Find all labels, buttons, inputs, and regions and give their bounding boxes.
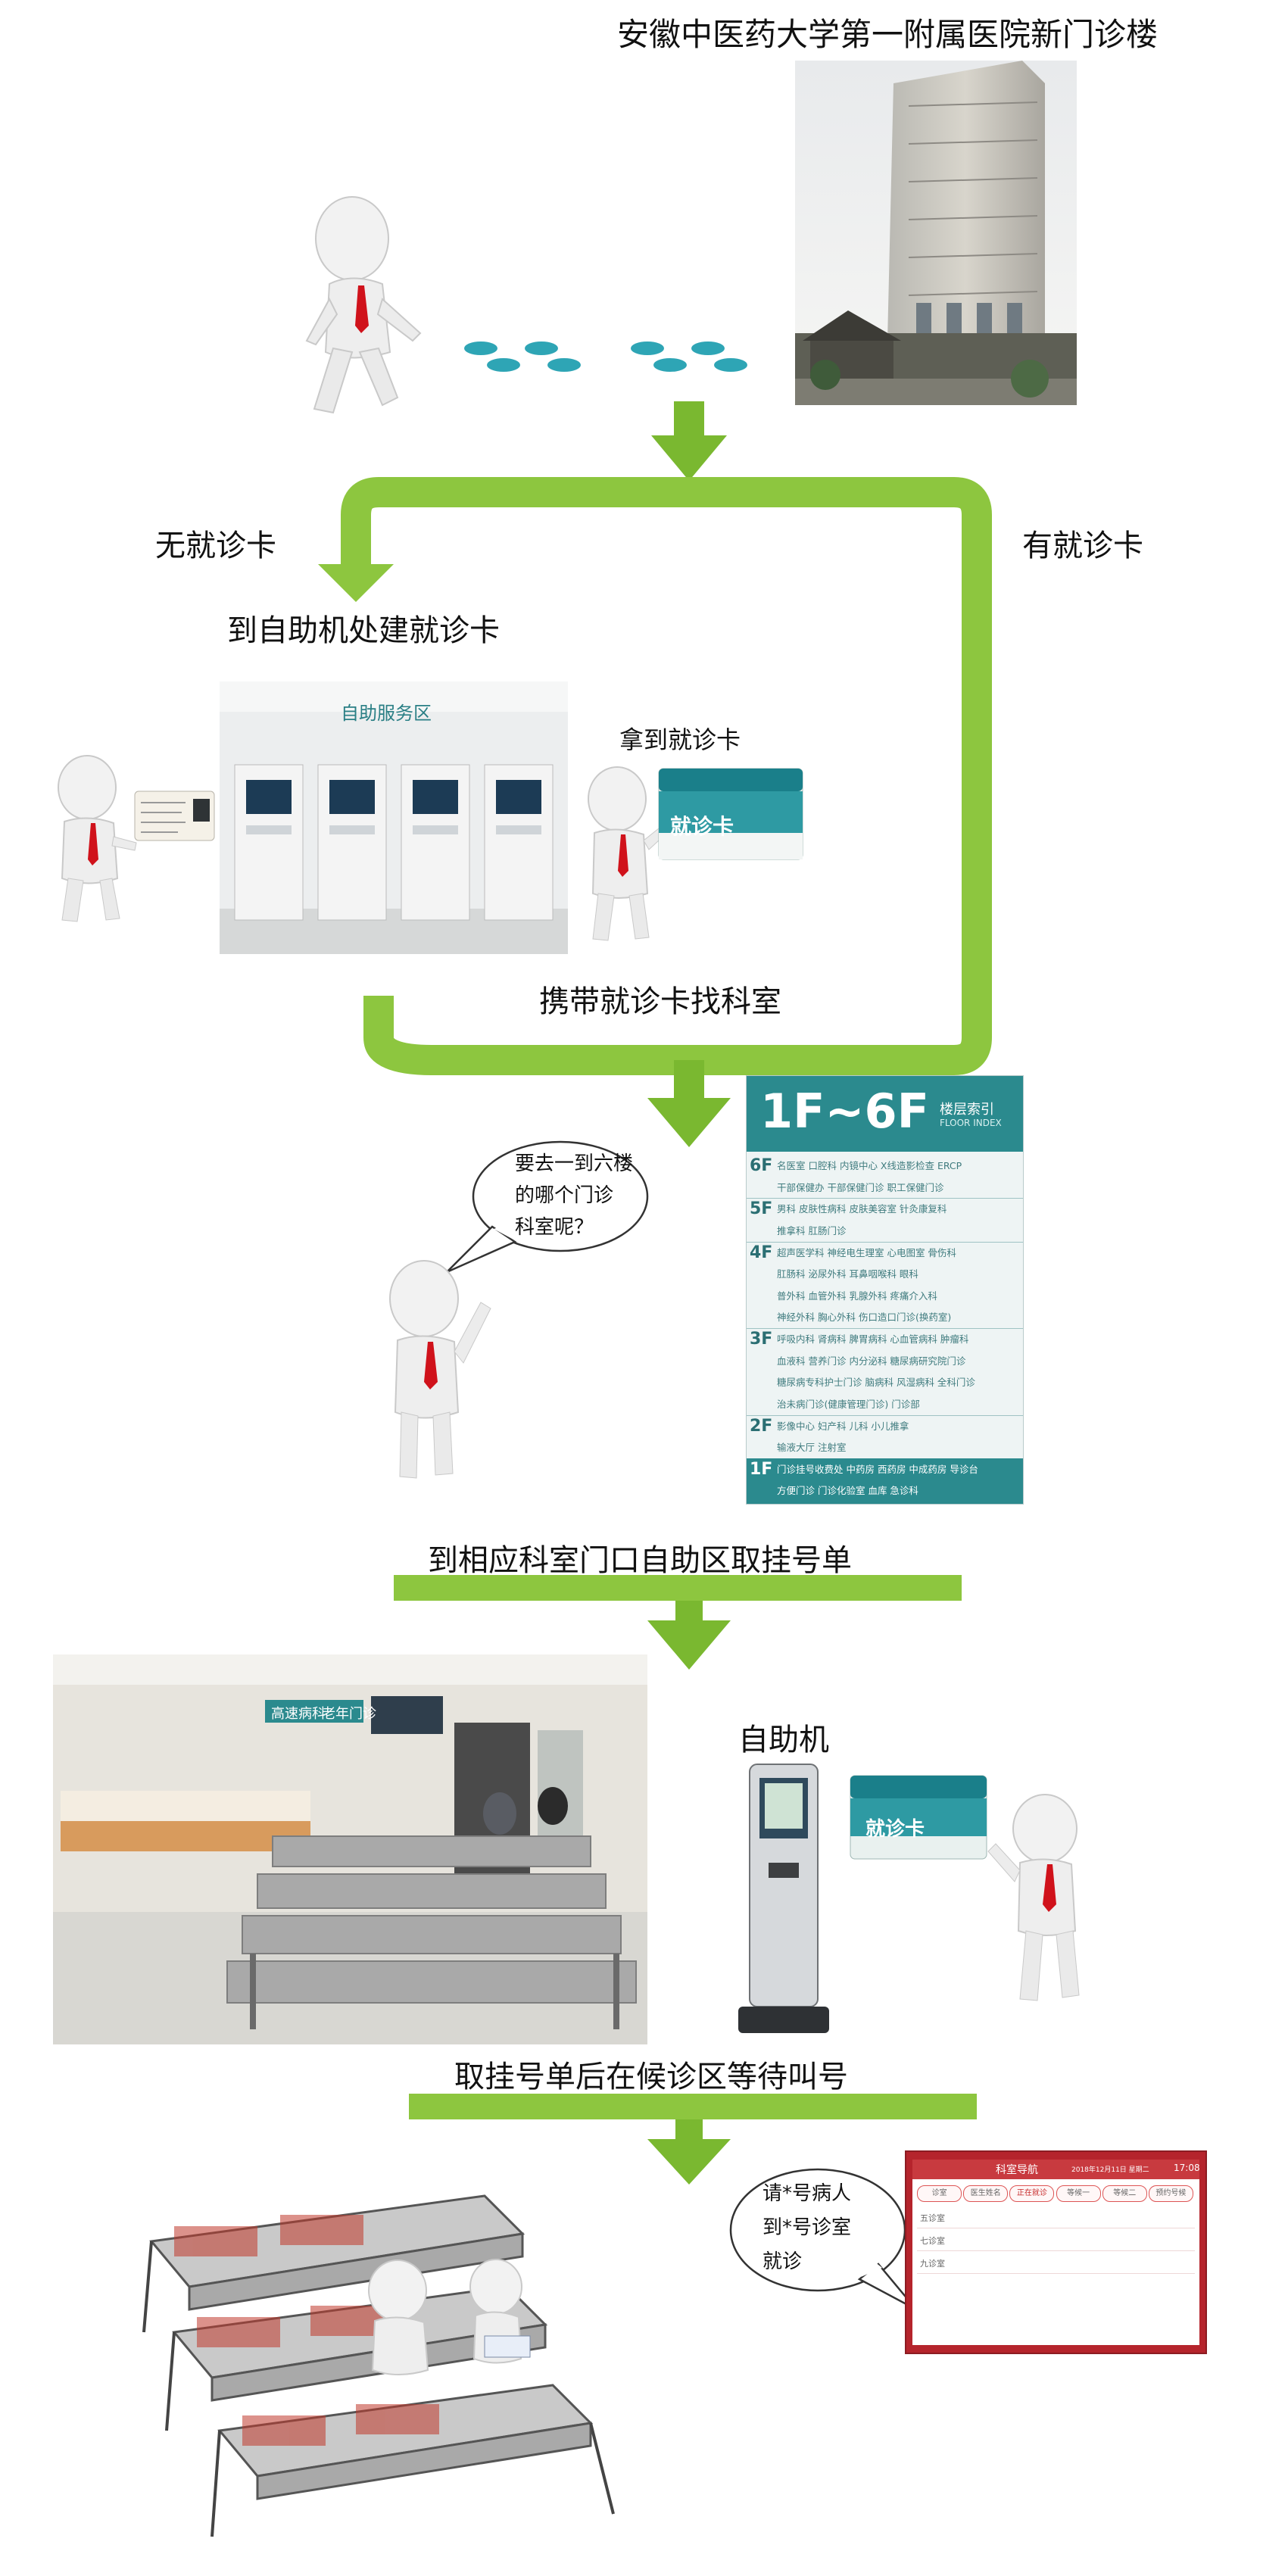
step-find-department: 携带就诊卡找科室 bbox=[539, 984, 781, 1019]
floor-department-row: 门诊挂号收费处 中药房 西药房 中成药房 导诊台 bbox=[777, 1463, 978, 1475]
floor-department-row: 超声医学科 神经电生理室 心电图室 骨伤科 bbox=[777, 1246, 956, 1258]
get-card-caption: 拿到就诊卡 bbox=[619, 725, 741, 754]
kiosk-card-title: 就诊卡 bbox=[865, 1818, 925, 1841]
floor-department-row: 普外科 血管外科 乳腺外科 疼痛介入科 bbox=[777, 1290, 937, 1302]
call-column-header: 等候一 bbox=[1056, 2185, 1101, 2202]
floor-level-label: 2F bbox=[750, 1416, 773, 1436]
floor-department-row: 输液大厅 注射室 bbox=[777, 1442, 847, 1454]
call-column-header: 医生姓名 bbox=[963, 2185, 1009, 2202]
floor-index-subtitle-en: FLOOR INDEX bbox=[940, 1118, 1002, 1128]
call-line-3: 就诊 bbox=[763, 2250, 803, 2273]
floor-list: 6F 名医室 口腔科 内镜中心 X线造影检查 ERCP 干部保健办 干部保健门诊 职… bbox=[747, 1152, 1023, 1504]
call-column-header: 等候二 bbox=[1102, 2185, 1147, 2202]
figure-holding-medical-card: 就诊卡 bbox=[579, 757, 814, 947]
self-service-kiosk-photo: 自助服务区 bbox=[220, 681, 568, 954]
call-column-header: 诊室 bbox=[917, 2185, 962, 2202]
hall-sign-left: 高速病科 bbox=[271, 1706, 326, 1722]
question-line-1: 要去一到六楼 bbox=[515, 1152, 634, 1175]
step-create-card: 到自助机处建就诊卡 bbox=[227, 613, 500, 648]
question-line-3: 科室呢？ bbox=[515, 1216, 594, 1239]
call-screen-date: 2018年12月11日 星期二 bbox=[1071, 2166, 1149, 2174]
footprints-icon bbox=[462, 326, 757, 401]
wait-arrow bbox=[0, 2094, 1288, 2192]
hospital-building-photo bbox=[795, 61, 1077, 405]
branch-label-no-card: 无就诊卡 bbox=[155, 529, 276, 563]
call-column-header: 正在就诊 bbox=[1009, 2185, 1055, 2202]
floor-level-label: 3F bbox=[750, 1330, 773, 1349]
figure-holding-id-card bbox=[45, 753, 220, 928]
question-line-2: 的哪个门诊 bbox=[515, 1184, 614, 1207]
call-screen-time: 17:08 bbox=[1174, 2163, 1200, 2173]
flow-connector-lines bbox=[0, 394, 1288, 1530]
step-registration: 到相应科室门口自助区取挂号单 bbox=[428, 1543, 852, 1578]
question-speech-bubble: 要去一到六楼 的哪个门诊 科室呢？ bbox=[439, 1132, 659, 1283]
floor-department-row: 推拿科 肛肠门诊 bbox=[777, 1224, 847, 1237]
kiosk-label: 自助机 bbox=[738, 1723, 829, 1757]
call-room-name: 五诊室 bbox=[920, 2213, 945, 2223]
hall-sign-right: 老年门诊 bbox=[322, 1706, 376, 1722]
floor-level-label: 1F bbox=[750, 1459, 773, 1479]
medical-card-title: 就诊卡 bbox=[670, 814, 734, 839]
waiting-hall-photo: 高速病科 老年门诊 bbox=[53, 1654, 647, 2044]
queue-kiosk-illustration: 就诊卡 bbox=[738, 1757, 1102, 2044]
floor-level-label: 4F bbox=[750, 1243, 773, 1262]
registration-arrow bbox=[0, 1575, 1288, 1681]
waiting-chairs-illustration bbox=[129, 2181, 674, 2559]
floor-separator bbox=[747, 1241, 1023, 1243]
floor-level-label: 5F bbox=[750, 1199, 773, 1219]
call-room-row: 九诊室 bbox=[917, 2253, 1195, 2274]
queue-call-screen: 科室导航 2018年12月11日 星期二 17:08 诊室医生姓名正在就诊等候一… bbox=[905, 2150, 1207, 2354]
call-screen-columns: 诊室医生姓名正在就诊等候一等候二预约号候 bbox=[917, 2185, 1195, 2202]
floor-separator bbox=[747, 1414, 1023, 1416]
floor-department-row: 糖尿病专科护士门诊 脑病科 风湿病科 全科门诊 bbox=[777, 1377, 975, 1389]
step-wait: 取挂号单后在候诊区等待叫号 bbox=[454, 2060, 848, 2094]
call-screen-rooms: 五诊室七诊室九诊室 bbox=[917, 2208, 1195, 2337]
floor-index-subtitle: 楼层索引 bbox=[940, 1102, 994, 1118]
floor-department-row: 方便门诊 门诊化验室 血库 急诊科 bbox=[777, 1485, 918, 1497]
branch-label-has-card: 有就诊卡 bbox=[1022, 529, 1143, 563]
floor-department-row: 治未病门诊(健康管理门诊) 门诊部 bbox=[777, 1398, 920, 1410]
call-room-name: 九诊室 bbox=[920, 2259, 945, 2269]
floor-department-row: 血液科 营养门诊 内分泌科 糖尿病研究院门诊 bbox=[777, 1355, 966, 1367]
floor-department-row: 名医室 口腔科 内镜中心 X线造影检查 ERCP bbox=[777, 1160, 962, 1171]
floor-department-row: 影像中心 妇产科 儿科 小儿推拿 bbox=[777, 1420, 909, 1432]
kiosk-area-sign: 自助服务区 bbox=[341, 703, 432, 724]
floor-department-row: 男科 皮肤性病科 皮肤美容室 针灸康复科 bbox=[777, 1203, 947, 1215]
building-title: 安徽中医药大学第一附属医院新门诊楼 bbox=[617, 16, 1159, 53]
call-screen-header: 科室导航 bbox=[996, 2164, 1038, 2176]
call-line-2: 到*号诊室 bbox=[763, 2216, 852, 2239]
floor-department-row: 神经外科 胸心外科 伤口造口门诊(换药室) bbox=[777, 1311, 952, 1324]
floor-department-row: 干部保健办 干部保健门诊 职工保健门诊 bbox=[777, 1181, 944, 1193]
floor-1f-band bbox=[747, 1458, 1023, 1504]
walking-figure-illustration bbox=[299, 193, 435, 420]
call-room-name: 七诊室 bbox=[920, 2236, 945, 2246]
floor-index-board: 1F~6F 楼层索引 FLOOR INDEX 6F 名医室 口腔科 内镜中心 X线… bbox=[746, 1075, 1024, 1505]
call-room-row: 五诊室 bbox=[917, 2208, 1195, 2228]
floor-separator bbox=[747, 1198, 1023, 1199]
call-room-row: 七诊室 bbox=[917, 2231, 1195, 2251]
floor-department-row: 呼吸内科 肾病科 脾胃病科 心血管病科 肿瘤科 bbox=[777, 1333, 969, 1345]
floor-department-row: 肛肠科 泌尿外科 耳鼻咽喉科 眼科 bbox=[777, 1268, 918, 1280]
call-line-1: 请*号病人 bbox=[763, 2182, 852, 2205]
call-column-header: 预约号候 bbox=[1148, 2185, 1193, 2202]
floor-separator bbox=[747, 1328, 1023, 1329]
floor-index-title: 1F~6F bbox=[760, 1084, 929, 1139]
thinking-figure-illustration bbox=[371, 1257, 500, 1484]
floor-level-label: 6F bbox=[750, 1156, 773, 1175]
call-speech-bubble: 请*号病人 到*号诊室 就诊 bbox=[723, 2162, 928, 2321]
